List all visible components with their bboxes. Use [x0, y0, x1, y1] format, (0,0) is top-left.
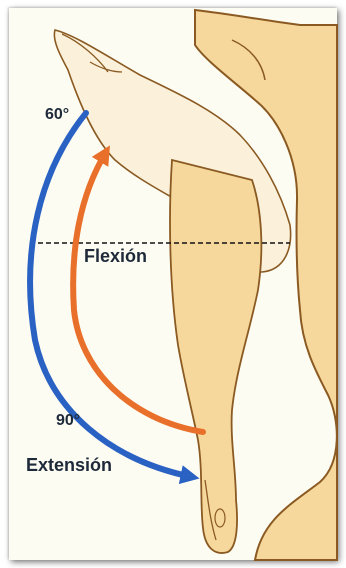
angle-label-60: 60° [45, 106, 69, 124]
extension-label: Extensión [26, 455, 112, 476]
flexion-label: Flexión [84, 246, 147, 267]
lowered-arm [170, 160, 261, 553]
angle-label-90: 90° [56, 412, 80, 430]
